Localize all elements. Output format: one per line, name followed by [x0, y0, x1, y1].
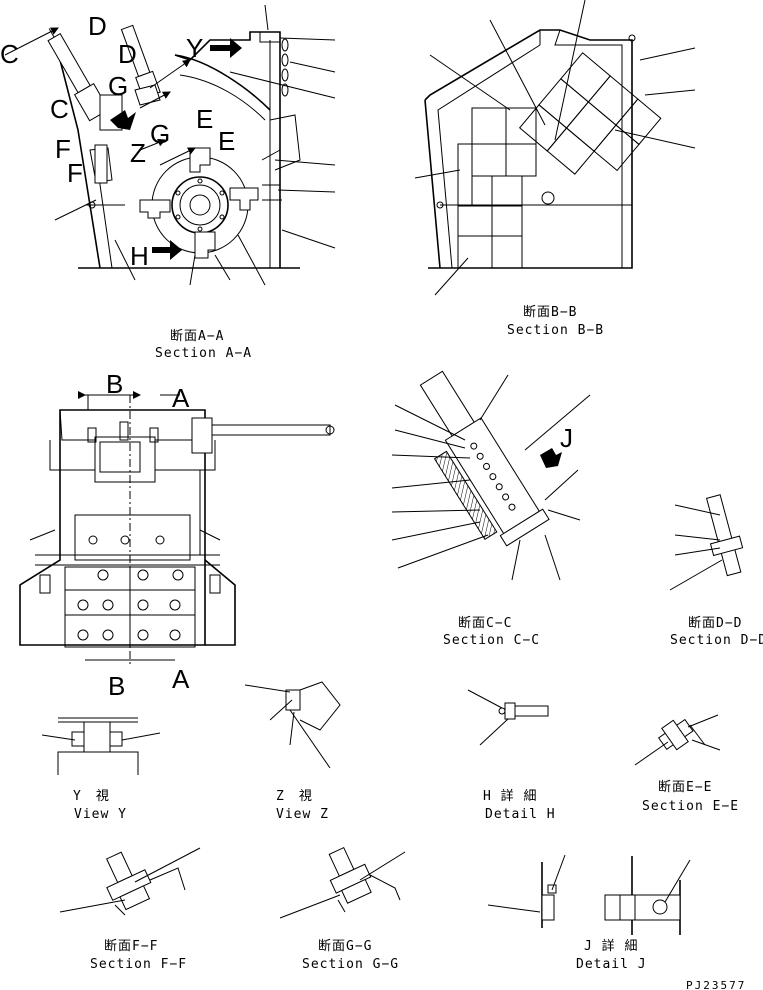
- marker-z: Z: [130, 138, 146, 168]
- marker-f-2: F: [67, 158, 83, 188]
- marker-d-1: D: [88, 11, 107, 41]
- section-ee-drawing: [634, 714, 721, 766]
- detail-j-title-en: Detail J: [576, 957, 647, 972]
- section-ff-title-jp: 断面F−F: [104, 939, 158, 954]
- view-z-title-jp: Z 視: [276, 789, 313, 804]
- section-ee-title-en: Section E−E: [642, 799, 739, 814]
- section-aa-drawing: [4, 4, 336, 286]
- marker-h: H: [130, 241, 149, 271]
- cut-marker-b-top: B: [106, 369, 123, 399]
- section-gg-title-jp: 断面G−G: [318, 939, 372, 954]
- front-view-drawing: [19, 391, 335, 665]
- detail-h-drawing: [467, 689, 549, 746]
- section-ff-drawing: [59, 847, 201, 916]
- detail-j-drawing: [487, 854, 691, 935]
- detail-j-title-jp: J 詳 細: [584, 938, 638, 954]
- section-aa-title-en: Section A−A: [155, 346, 252, 361]
- marker-g-2: G: [150, 119, 170, 149]
- cut-marker-b-bottom: B: [108, 671, 125, 701]
- view-y-title-en: View Y: [74, 807, 127, 822]
- section-bb-title-jp: 断面B−B: [523, 305, 577, 320]
- view-z-title-en: View Z: [276, 807, 329, 822]
- section-cc-drawing: [391, 370, 591, 581]
- marker-e-1: E: [196, 104, 213, 134]
- cut-marker-a-bottom: A: [172, 664, 190, 694]
- marker-g-1: G: [108, 71, 128, 101]
- section-gg-title-en: Section G−G: [302, 957, 399, 972]
- section-dd-title-jp: 断面D−D: [688, 616, 742, 631]
- section-dd-title-en: Section D−D: [670, 633, 763, 648]
- view-y-title-jp: Y 視: [73, 789, 110, 804]
- section-ff-title-en: Section F−F: [90, 957, 187, 972]
- marker-c-1: C: [0, 39, 19, 69]
- marker-j: J: [560, 423, 573, 453]
- section-bb-drawing: [414, 0, 696, 296]
- detail-h-title-en: Detail H: [485, 807, 556, 822]
- marker-y: Y: [186, 33, 203, 63]
- section-gg-drawing: [279, 846, 406, 919]
- detail-h-title-jp: H 詳 細: [483, 788, 537, 804]
- section-cc-title-jp: 断面C−C: [458, 616, 512, 631]
- marker-e-2: E: [218, 126, 235, 156]
- cut-marker-a-top: A: [172, 383, 190, 413]
- section-dd-drawing: [669, 494, 744, 591]
- section-bb-title-en: Section B−B: [507, 323, 604, 338]
- view-z-drawing: [244, 681, 341, 769]
- section-aa-title-jp: 断面A−A: [170, 329, 224, 344]
- drawing-code: PJ23577: [686, 979, 746, 990]
- section-cc-title-en: Section C−C: [443, 633, 540, 648]
- marker-f-1: F: [55, 134, 71, 164]
- marker-c-2: C: [50, 94, 69, 124]
- view-y-drawing: [41, 717, 161, 775]
- marker-d-2: D: [118, 39, 137, 69]
- section-ee-title-jp: 断面E−E: [658, 780, 712, 795]
